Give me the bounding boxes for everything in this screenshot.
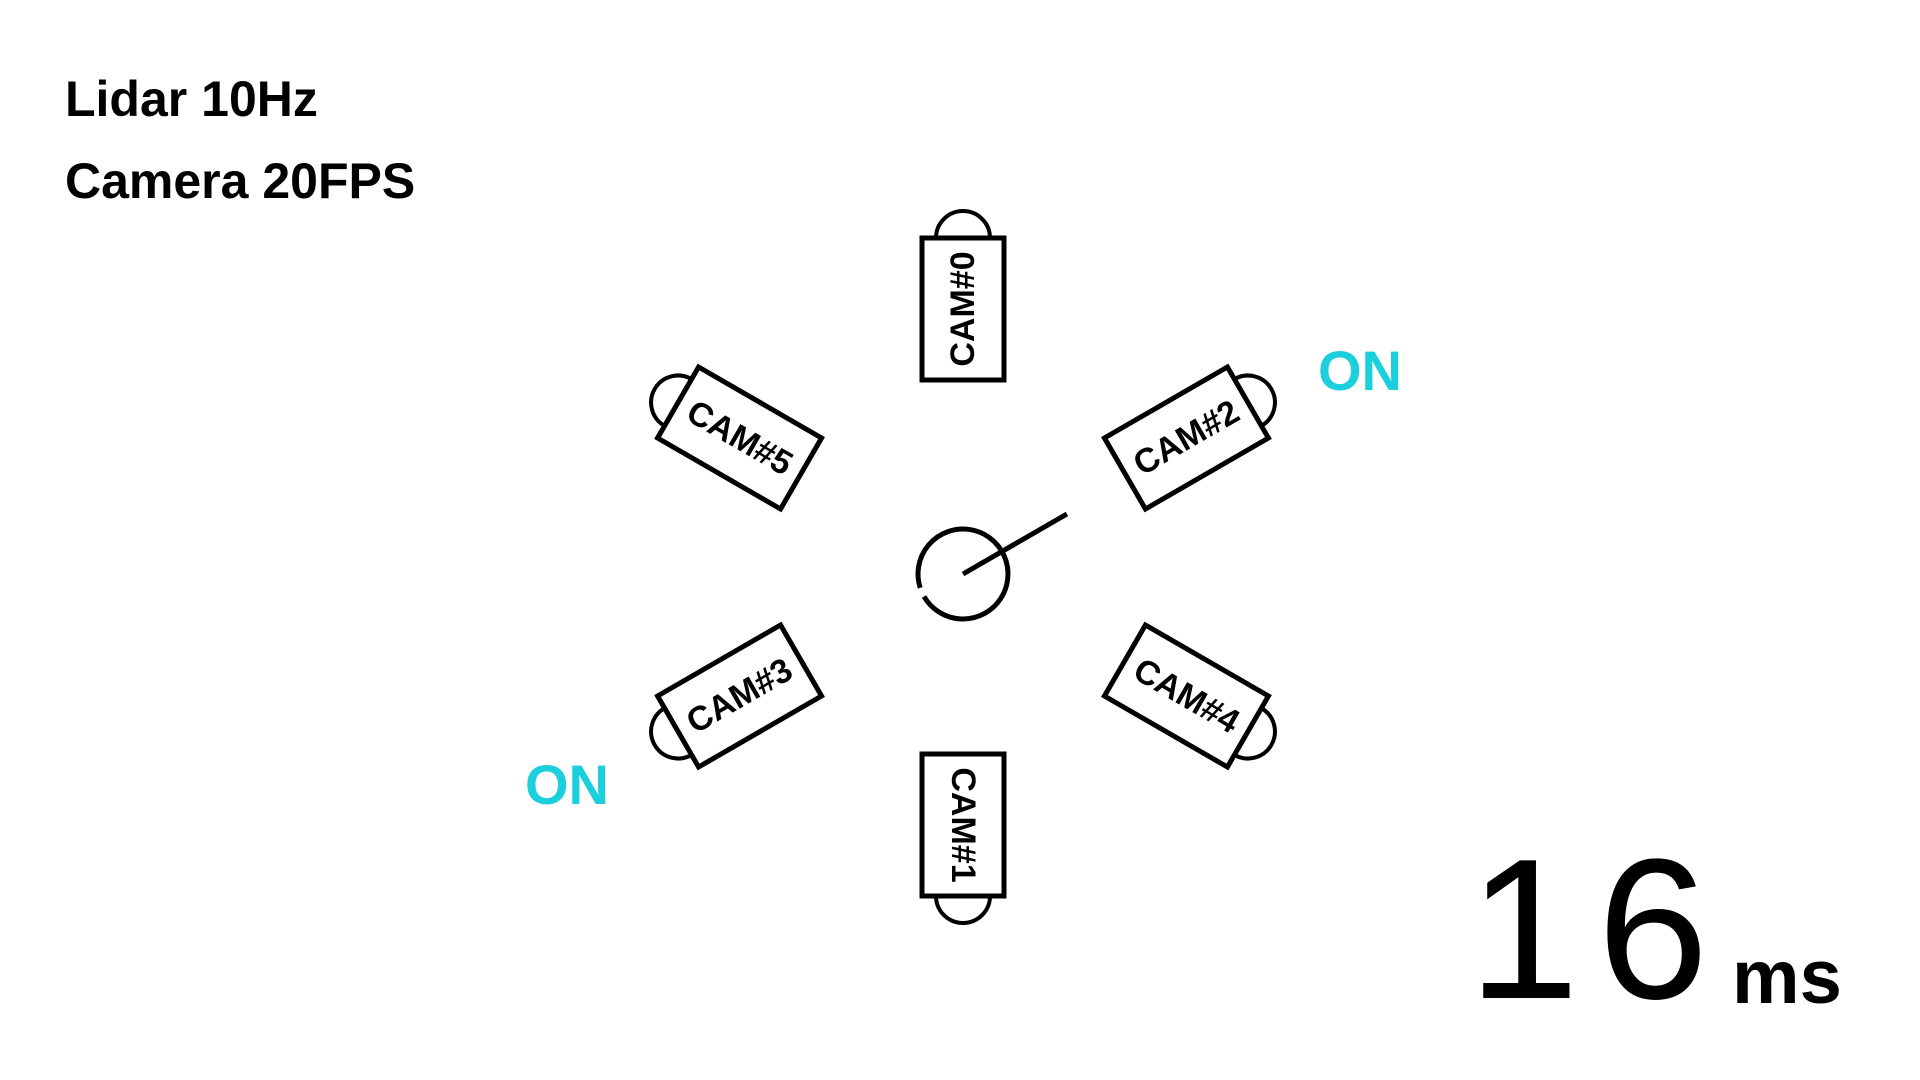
lidar-rate-label: Lidar 10Hz	[65, 71, 318, 127]
cam3-on-indicator: ON	[525, 753, 609, 816]
camera-cam5: CAM#5	[649, 363, 825, 513]
lidar-icon	[915, 511, 1069, 622]
camera-lens-icon	[649, 373, 693, 428]
camera-label: CAM#1	[944, 767, 982, 882]
camera-body	[654, 363, 825, 513]
lidar-circle	[915, 526, 1011, 622]
camera-lens-icon	[649, 706, 693, 761]
camera-cam1: CAM#1	[919, 751, 1007, 925]
camera-lens-icon	[934, 209, 992, 239]
camera-lens-icon	[1233, 706, 1277, 761]
camera-lens-icon	[934, 895, 992, 925]
camera-body	[919, 235, 1007, 383]
camera-body	[654, 621, 825, 771]
latency-value: 16	[1468, 818, 1727, 1041]
camera-cam2: CAM#2	[1101, 363, 1277, 513]
camera-label: CAM#0	[944, 251, 982, 366]
camera-cam0: CAM#0	[919, 209, 1007, 383]
lidar-sweep-line	[961, 511, 1069, 577]
camera-cam4: CAM#4	[1101, 621, 1277, 771]
camera-body	[1101, 621, 1272, 771]
camera-cam3: CAM#3	[649, 621, 825, 771]
camera-rate-label: Camera 20FPS	[65, 153, 416, 209]
camera-body	[919, 751, 1007, 899]
cam2-on-indicator: ON	[1318, 339, 1402, 402]
camera-lens-icon	[1233, 373, 1277, 428]
camera-body	[1101, 363, 1272, 513]
latency-unit: ms	[1732, 935, 1842, 1020]
